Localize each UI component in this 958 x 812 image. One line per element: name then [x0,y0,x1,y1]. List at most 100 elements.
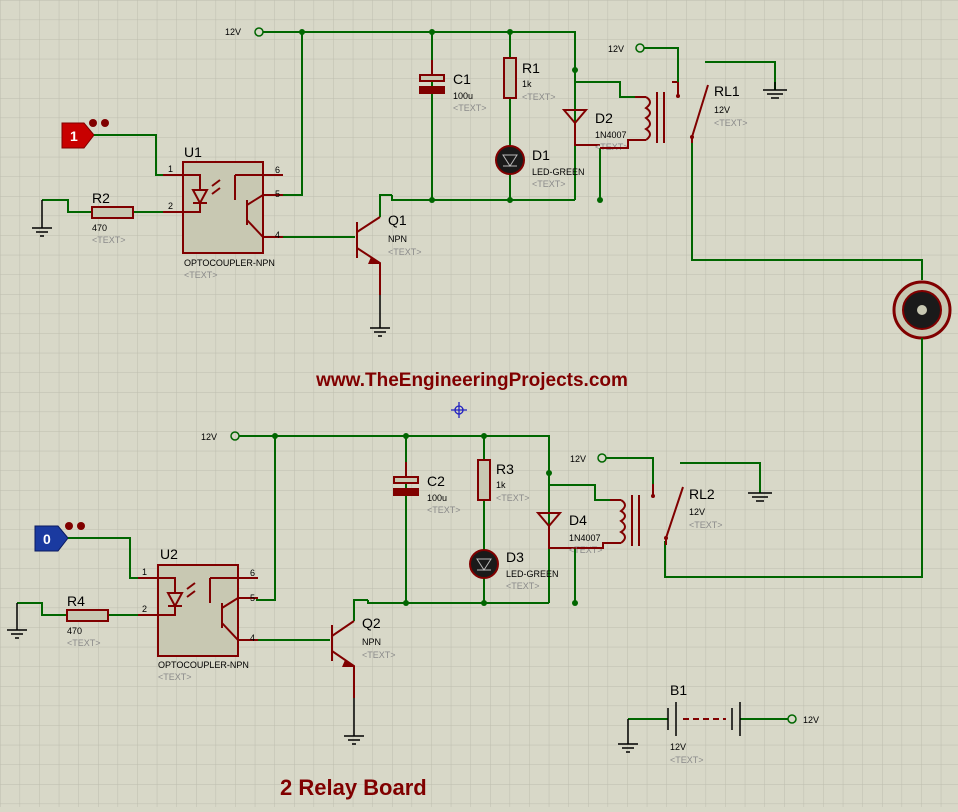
component-ref: R1 [522,60,540,76]
resistor-r2[interactable]: R2 470 <TEXT> [91,190,134,245]
battery-b1[interactable]: B1 12V <TEXT> [628,682,788,765]
text-placeholder: <TEXT> [453,103,487,113]
resistor-r4[interactable]: R4 470 <TEXT> [66,593,109,648]
led-emitter [138,577,184,616]
led-body [469,549,499,579]
logic-input-high[interactable]: 1 [61,119,109,149]
relay-rl2[interactable]: RL2 12V <TEXT> [577,484,723,549]
phototransistor [209,577,258,641]
text-placeholder: <TEXT> [506,581,540,591]
ground-symbol [763,82,787,99]
junction [572,600,578,606]
wire-u2-pin5 [256,436,276,601]
relay-rl1[interactable]: RL1 12V <TEXT> [600,81,748,149]
phototransistor [234,174,283,238]
power-label: 12V [803,715,819,725]
component-value: 12V [714,105,730,115]
pin-number: 6 [250,568,255,578]
component-value: 1k [522,79,532,89]
led-glyph [502,154,518,167]
optocoupler-u2[interactable]: U2 1 2 4 5 6 OPTOCOUPLER-NPN <TEXT> [138,546,258,682]
junction [429,197,435,203]
pin-number: 5 [250,593,255,603]
component-ref: D3 [506,549,524,565]
wire-motor-relay2 [664,338,923,578]
text-placeholder: <TEXT> [522,92,556,102]
logic-dot [65,522,73,530]
led-body [495,145,525,175]
pin-number: 1 [168,164,173,174]
led-d3[interactable]: D3 LED-GREEN <TEXT> [469,549,559,591]
input-value: 0 [43,531,51,547]
light-arrows [211,179,221,195]
capacitor-c1[interactable]: C1 100u <TEXT> [419,60,487,113]
component-value: 12V [689,507,705,517]
component-value: 1k [496,480,506,490]
logic-dot [89,119,97,127]
diode-d4[interactable]: D4 1N4007 <TEXT> [535,512,603,555]
optocoupler-body [157,564,239,657]
pin-number: 1 [142,567,147,577]
pin-number: 2 [168,201,173,211]
text-placeholder: <TEXT> [67,638,101,648]
emitter-arrow [342,660,355,667]
text-placeholder: <TEXT> [670,755,704,765]
component-ref: U2 [160,546,178,562]
capacitor-c2[interactable]: C2 100u <TEXT> [393,462,461,515]
input-terminal-shape [61,122,95,149]
power-terminal-battery[interactable]: 12V [787,714,819,725]
component-ref: D1 [532,147,550,163]
relay-coil [577,499,626,549]
input-value: 1 [70,128,78,144]
transistor-q1[interactable]: Q1 NPN <TEXT> [356,212,422,295]
ground-symbol [32,200,52,237]
wire-diode-relay2 [548,473,610,501]
contact-node [676,94,680,98]
light-arrows [186,582,196,598]
ground-symbol [618,719,638,753]
ground-symbol [7,603,27,639]
optocoupler-body [182,161,264,254]
led-glyph [476,558,492,571]
resistor-body [477,459,491,501]
component-ref: Q2 [362,615,381,631]
emitter-arrow [368,257,381,264]
component-ref: RL2 [689,486,715,502]
optocoupler-u1[interactable]: U1 1 2 4 5 6 OPTOCOUPLER-NPN <TEXT> [163,144,283,280]
power-label: 12V [570,454,586,464]
component-ref: RL1 [714,83,740,99]
led-d1[interactable]: D1 LED-GREEN <TEXT> [495,145,585,189]
resistor-r1[interactable]: R1 1k <TEXT> [503,57,556,102]
contact-node [664,536,668,540]
npn-symbol [331,620,355,698]
pin-number: 2 [142,604,147,614]
logic-input-low[interactable]: 0 [34,522,85,552]
text-placeholder: <TEXT> [689,520,723,530]
resistor-r3[interactable]: R3 1k <TEXT> [477,459,530,503]
diode-lead [548,526,577,549]
ground-symbol [344,698,364,745]
component-value: 12V [670,742,686,752]
junction [597,197,603,203]
junction [507,29,513,35]
capacitor-plate [393,488,419,496]
relay-core [656,92,665,143]
text-placeholder: <TEXT> [569,545,603,555]
junction [403,433,409,439]
junction [272,433,278,439]
npn-symbol [356,216,381,295]
motor[interactable] [892,280,952,340]
transistor-q2[interactable]: Q2 NPN <TEXT> [331,615,396,698]
pin-number: 4 [250,633,255,643]
power-label: 12V [225,27,241,37]
wire-relay2-ground [680,462,761,493]
wire-q2-collector [353,599,368,621]
component-value: NPN [388,234,407,244]
logic-dot [101,119,109,127]
component-value: 100u [427,493,447,503]
power-label: 12V [608,44,624,54]
component-ref: U1 [184,144,202,160]
component-value: LED-GREEN [532,167,585,177]
pin-number: 5 [275,189,280,199]
